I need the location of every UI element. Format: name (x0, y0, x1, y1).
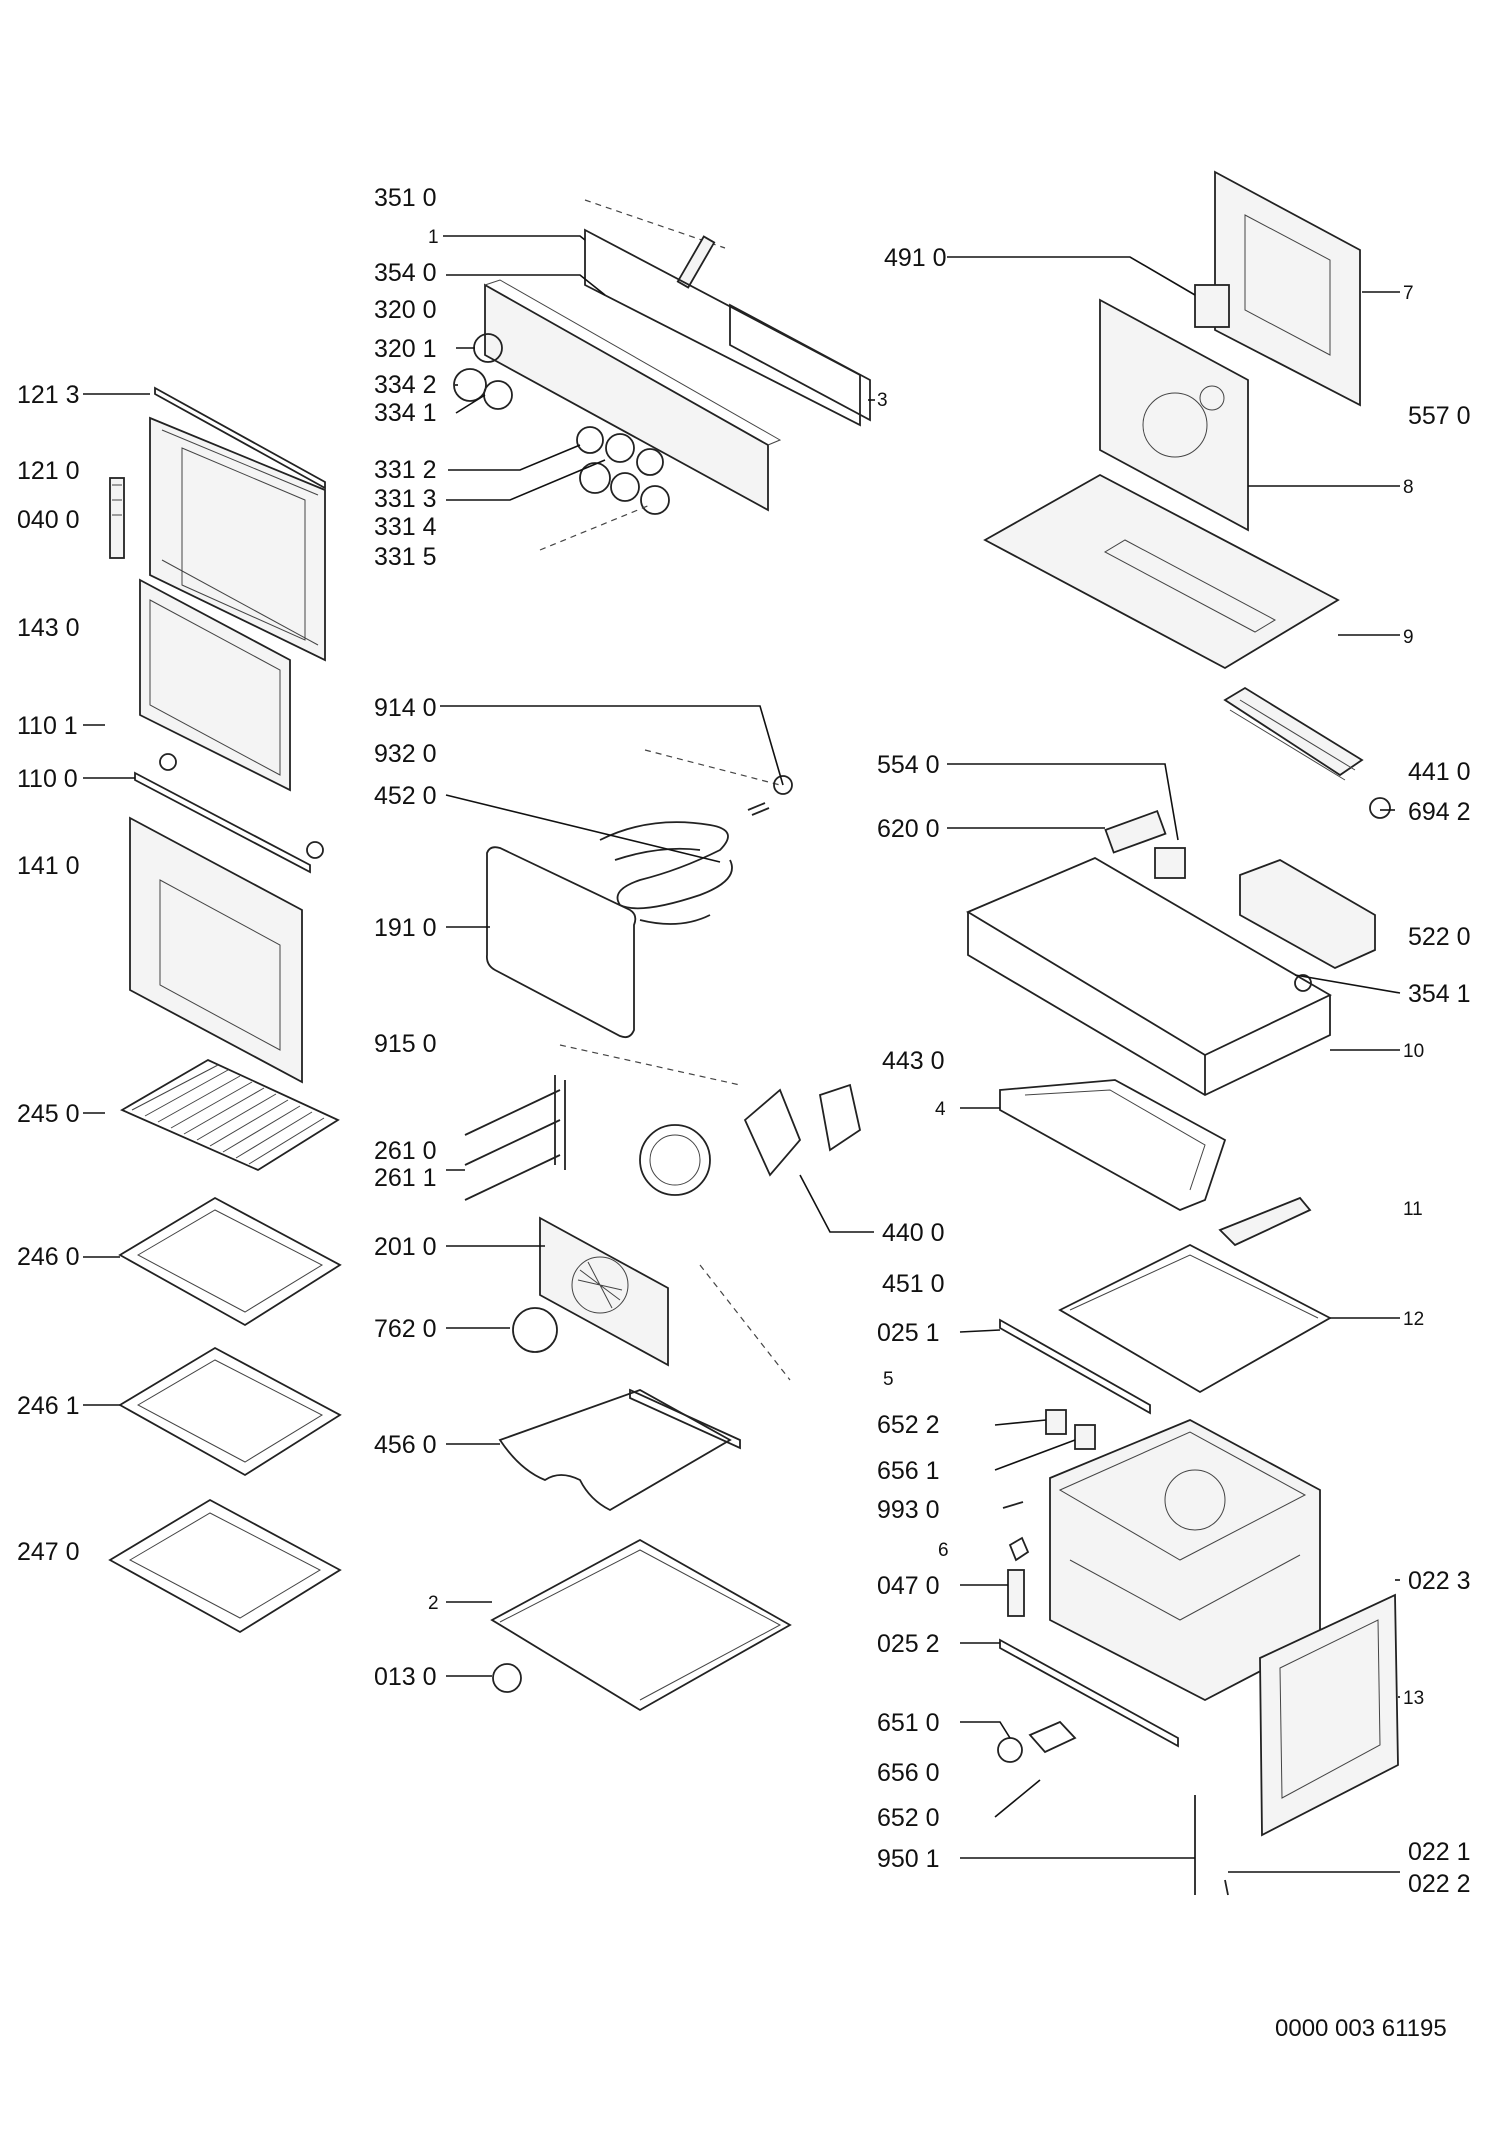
callout-8: 8 (1403, 477, 1414, 498)
callout-331-4: 331 4 (374, 513, 437, 541)
callout-652-0: 652 0 (877, 1804, 940, 1832)
callout-441-0: 441 0 (1408, 758, 1471, 786)
callout-993-0: 993 0 (877, 1496, 940, 1524)
callout-320-0: 320 0 (374, 296, 437, 324)
cabinet-assembly (966, 170, 1399, 1896)
callout-9: 9 (1403, 627, 1414, 648)
callout-331-3: 331 3 (374, 485, 437, 513)
callout-456-0: 456 0 (374, 1431, 437, 1459)
callout-121-0: 121 0 (17, 457, 80, 485)
callout-040-0: 040 0 (17, 506, 80, 534)
callout-025-2: 025 2 (877, 1630, 940, 1658)
callout-10: 10 (1403, 1041, 1424, 1062)
callout-3: 3 (877, 390, 888, 411)
drawing-reference-number: 0000 003 61195 (1275, 2015, 1447, 2042)
callout-440-0: 440 0 (882, 1219, 945, 1247)
callout-261-0: 261 0 (374, 1137, 437, 1165)
heating-element-assembly (486, 749, 793, 1086)
callout-12: 12 (1403, 1309, 1424, 1330)
callout-022-2: 022 2 (1408, 1870, 1471, 1898)
callout-1: 1 (428, 227, 439, 248)
callout-191-0: 191 0 (374, 914, 437, 942)
door-assembly (108, 386, 342, 1634)
callout-141-0: 141 0 (17, 852, 80, 880)
callout-354-1: 354 1 (1408, 980, 1471, 1008)
callout-554-0: 554 0 (877, 751, 940, 779)
callout-110-1: 110 1 (17, 712, 78, 740)
callout-354-0: 354 0 (374, 259, 437, 287)
callout-443-0: 443 0 (882, 1047, 945, 1075)
callout-950-1: 950 1 (877, 1845, 940, 1873)
callout-620-0: 620 0 (877, 815, 940, 843)
callout-762-0: 762 0 (374, 1315, 437, 1343)
callout-320-1: 320 1 (374, 335, 437, 363)
callout-201-0: 201 0 (374, 1233, 437, 1261)
callout-11: 11 (1403, 1199, 1423, 1220)
callout-915-0: 915 0 (374, 1030, 437, 1058)
callout-022-3: 022 3 (1408, 1567, 1471, 1595)
callout-025-1: 025 1 (877, 1319, 940, 1347)
callout-522-0: 522 0 (1408, 923, 1471, 951)
fan-cover-assembly (464, 1075, 862, 1712)
callout-261-1: 261 1 (374, 1164, 437, 1192)
callout-331-5: 331 5 (374, 543, 437, 571)
callout-914-0: 914 0 (374, 694, 437, 722)
callout-labels: 351 0 1 354 0 320 0 320 1 334 2 334 1 33… (17, 184, 1471, 1898)
leader-lines (83, 235, 1401, 1873)
callout-932-0: 932 0 (374, 740, 437, 768)
callout-6: 6 (938, 1540, 949, 1561)
callout-4: 4 (935, 1099, 946, 1120)
callout-351-0: 351 0 (374, 184, 437, 212)
callout-451-0: 451 0 (882, 1270, 945, 1298)
callout-5: 5 (883, 1369, 894, 1390)
callout-652-2: 652 2 (877, 1411, 940, 1439)
callout-557-0: 557 0 (1408, 402, 1471, 430)
callout-13: 13 (1403, 1688, 1424, 1709)
callout-245-0: 245 0 (17, 1100, 80, 1128)
callout-694-2: 694 2 (1408, 798, 1471, 826)
callout-334-1: 334 1 (374, 399, 437, 427)
callout-334-2: 334 2 (374, 371, 437, 399)
callout-7: 7 (1403, 283, 1414, 304)
callout-452-0: 452 0 (374, 782, 437, 810)
callout-2: 2 (428, 1593, 439, 1614)
callout-656-0: 656 0 (877, 1759, 940, 1787)
callout-121-3: 121 3 (17, 381, 80, 409)
callout-143-0: 143 0 (17, 614, 80, 642)
callout-047-0: 047 0 (877, 1572, 940, 1600)
callout-656-1: 656 1 (877, 1457, 940, 1485)
callout-013-0: 013 0 (374, 1663, 437, 1691)
callout-651-0: 651 0 (877, 1709, 940, 1737)
callout-110-0: 110 0 (17, 765, 78, 793)
callout-491-0: 491 0 (884, 244, 947, 272)
callout-246-0: 246 0 (17, 1243, 80, 1271)
callout-247-0: 247 0 (17, 1538, 80, 1566)
control-panel-assembly (453, 199, 871, 551)
callout-246-1: 246 1 (17, 1392, 80, 1420)
callout-331-2: 331 2 (374, 456, 437, 484)
callout-022-1: 022 1 (1408, 1838, 1471, 1866)
